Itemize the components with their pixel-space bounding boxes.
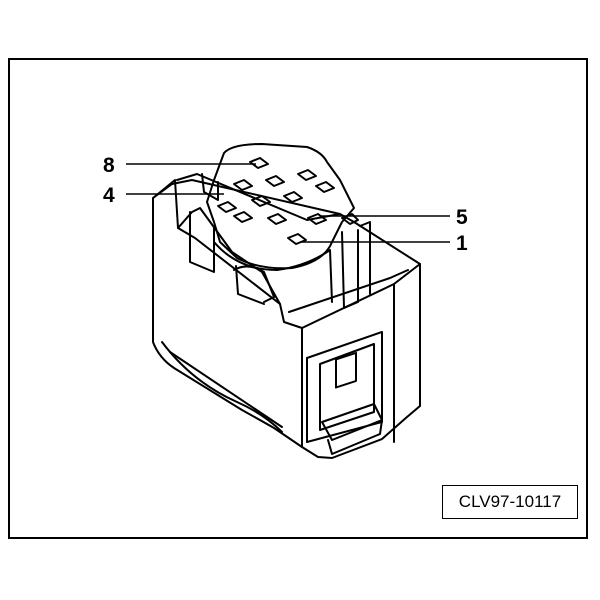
pin-cavity-4	[217, 201, 237, 213]
pin-cavity-5	[307, 213, 327, 225]
internal-rib-right	[341, 229, 359, 309]
housing-right-face-inner	[288, 269, 409, 313]
figure-frame: 8 4 5 1	[8, 58, 588, 539]
pin-cavity	[267, 213, 287, 225]
latch-window	[335, 351, 357, 389]
locking-latch-inner	[319, 343, 375, 431]
internal-rib-right-2	[359, 221, 371, 295]
contact-carrier	[206, 143, 355, 270]
housing-front-wall	[152, 179, 303, 448]
pin-cavity	[251, 195, 271, 207]
pin-cavity	[297, 169, 317, 181]
housing-lower-ridge	[169, 351, 283, 428]
contact-carrier-base	[213, 241, 333, 303]
connector-drawing: 8 4 5 1	[103, 143, 468, 459]
housing-side-shading	[161, 341, 283, 433]
pin-cavity	[283, 191, 303, 203]
callout-8: 8	[103, 154, 115, 177]
callout-4: 4	[103, 184, 115, 207]
pin-cavity	[233, 211, 253, 223]
reference-code: CLV97-10117	[442, 485, 578, 519]
pin-cavity	[265, 175, 285, 187]
housing-outline	[152, 179, 421, 459]
pin-cavity	[315, 181, 335, 193]
callout-5: 5	[456, 206, 468, 229]
internal-rib-left	[189, 211, 215, 273]
latch-tab-lower	[327, 419, 383, 455]
internal-rib-center	[233, 265, 275, 303]
latch-slot-left	[235, 265, 265, 305]
retaining-clip	[201, 173, 219, 201]
callout-1: 1	[456, 232, 468, 255]
pin-cavity-8	[249, 157, 269, 169]
pin-cavity	[233, 179, 253, 191]
pin-cavity-1	[287, 233, 307, 245]
